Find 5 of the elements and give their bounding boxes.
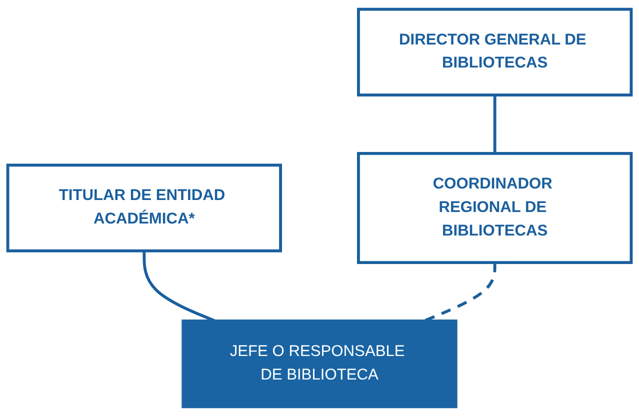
connector: [493, 95, 496, 154]
node-box: COORDINADOR REGIONAL DE BIBLIOTECAS: [357, 152, 633, 264]
node-box: TITULAR DE ENTIDAD ACADÉMICA*: [6, 164, 282, 252]
node-box: DIRECTOR GENERAL DE BIBLIOTECAS: [357, 8, 633, 96]
node-box: JEFE O RESPONSABLE DE BIBLIOTECA: [182, 320, 458, 408]
